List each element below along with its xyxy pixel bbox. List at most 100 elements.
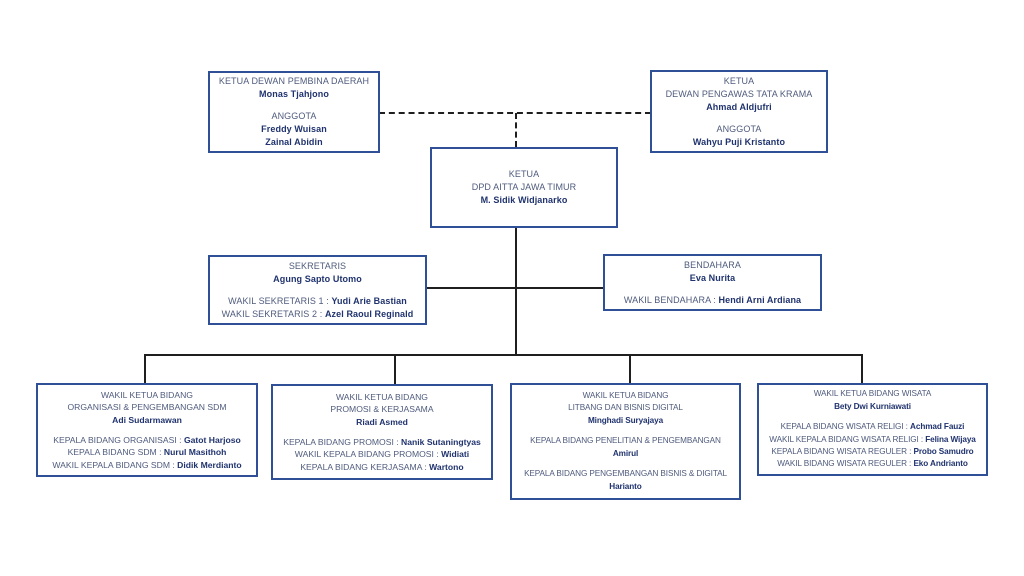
org-box-line: WAKIL SEKRETARIS 1 : Yudi Arie Bastian <box>228 295 407 308</box>
org-box-line: KEPALA BIDANG SDM : Nurul Masithoh <box>68 446 227 458</box>
org-box-line: KETUA <box>724 75 755 88</box>
org-box-line: Freddy Wuisan <box>261 123 327 136</box>
org-box-line: Monas Tjahjono <box>259 88 329 101</box>
role-label: ORGANISASI & PENGEMBANGAN SDM <box>67 402 227 413</box>
person-name: Riadi Asmed <box>356 416 408 427</box>
org-box-line: KEPALA BIDANG PROMOSI : Nanik Sutaningty… <box>283 436 481 448</box>
org-box-line: Bety Dwi Kurniawati <box>834 401 911 413</box>
role-label: KEPALA BIDANG PROMOSI : <box>283 437 399 447</box>
role-label: WAKIL BIDANG WISATA REGULER : <box>777 459 912 469</box>
person-name: Didik Merdianto <box>177 459 242 470</box>
role-label: WAKIL KEPALA BIDANG PROMOSI : <box>294 449 439 460</box>
role-label: KEPALA BIDANG WISATA RELIGI : <box>780 422 908 432</box>
person-name: Monas Tjahjono <box>259 89 329 99</box>
role-label: DPD AITTA JAWA TIMUR <box>471 182 577 192</box>
role-label: LITBANG DAN BISNIS DIGITAL <box>568 403 683 413</box>
role-label: KEPALA BIDANG PENELITIAN & PENGEMBANGAN <box>530 436 721 446</box>
org-box-line: KETUA DEWAN PEMBINA DAERAH <box>219 75 369 88</box>
role-label: WAKIL KETUA BIDANG <box>100 389 193 400</box>
org-box-line: WAKIL KEPALA BIDANG SDM : Didik Merdiant… <box>52 459 241 471</box>
role-label: WAKIL KETUA BIDANG <box>582 391 669 401</box>
org-box-dewan-pengawas-tata-krama: KETUA DEWAN PENGAWAS TATA KRAMA Ahmad Aldj… <box>650 70 828 153</box>
org-box-line: Minghadi Suryajaya <box>588 415 663 427</box>
connector-stub-litbang <box>629 354 631 383</box>
org-box-line: KETUA <box>509 168 540 181</box>
org-box-line: Eva Nurita <box>690 272 736 285</box>
org-box-line: WAKIL KETUA BIDANG <box>583 390 669 402</box>
connector-stub-promosi <box>394 354 396 384</box>
role-label: WAKIL SEKRETARIS 1 : <box>228 295 329 306</box>
role-label: PROMOSI & KERJASAMA <box>330 404 434 415</box>
org-box-line: Wahyu Puji Kristanto <box>693 136 785 149</box>
role-label: WAKIL SEKRETARIS 2 : <box>221 308 323 319</box>
person-name: Freddy Wuisan <box>261 124 327 134</box>
org-box-line: M. Sidik Widjanarko <box>481 194 568 207</box>
org-box-line: KEPALA BIDANG PENGEMBANGAN BISNIS & DIGI… <box>524 468 727 480</box>
person-name: Widiati <box>441 449 470 460</box>
person-name: Eko Andrianto <box>913 459 968 469</box>
org-box-line: DPD AITTA JAWA TIMUR <box>472 181 577 194</box>
person-name: Minghadi Suryajaya <box>587 415 664 425</box>
org-box-line: Harianto <box>609 481 642 493</box>
person-name: Zainal Abidin <box>265 137 323 147</box>
org-box-bidang-wisata: WAKIL KETUA BIDANG WISATA Bety Dwi Kurnia… <box>757 383 988 476</box>
org-box-line: Agung Sapto Utomo <box>273 273 362 286</box>
role-label: KETUA <box>508 169 540 179</box>
person-name: M. Sidik Widjanarko <box>480 195 568 205</box>
org-box-line: PROMOSI & KERJASAMA <box>330 403 433 415</box>
org-box-line: WAKIL BIDANG WISATA REGULER : Eko Andria… <box>777 458 968 470</box>
org-box-line: ANGGOTA <box>271 110 316 123</box>
org-box-line: LITBANG DAN BISNIS DIGITAL <box>568 402 683 414</box>
connector-ketua-trunk <box>515 228 517 355</box>
role-label: BENDAHARA <box>684 259 741 270</box>
role-label: KEPALA BIDANG PENGEMBANGAN BISNIS & DIGI… <box>524 469 727 479</box>
org-box-line: KEPALA BIDANG PENELITIAN & PENGEMBANGAN <box>530 435 721 447</box>
person-name: Wahyu Puji Kristanto <box>692 136 786 147</box>
role-label: WAKIL KEPALA BIDANG SDM : <box>52 459 175 470</box>
org-box-line: Zainal Abidin <box>265 136 322 149</box>
connector-stub-sdm <box>144 354 146 383</box>
org-box-line: KEPALA BIDANG ORGANISASI : Gatot Harjoso <box>53 434 241 446</box>
person-name: Felina Wijaya <box>925 434 976 444</box>
role-label: KETUA <box>723 75 755 86</box>
org-box-line: WAKIL KEPALA BIDANG PROMOSI : Widiati <box>295 448 469 460</box>
person-name: Harianto <box>609 481 642 491</box>
role-label: ANGGOTA <box>716 123 762 134</box>
person-name: Nurul Masithoh <box>163 447 227 458</box>
person-name: Wartono <box>429 461 464 472</box>
person-name: Nanik Sutaningtyas <box>401 437 481 447</box>
role-label: WAKIL KETUA BIDANG WISATA <box>813 389 932 399</box>
person-name: Adi Sudarmawan <box>112 414 182 425</box>
role-label: KEPALA BIDANG ORGANISASI : <box>53 435 182 445</box>
org-box-line: Riadi Asmed <box>356 416 408 428</box>
org-box-line: Ahmad Aldjufri <box>706 101 772 114</box>
person-name: Probo Samudro <box>913 446 974 456</box>
role-label: WAKIL KEPALA BIDANG WISATA RELIGI : <box>769 434 924 444</box>
role-label: KEPALA BIDANG KERJASAMA : <box>300 461 427 472</box>
org-box-bidang-litbang-bisnis-digital: WAKIL KETUA BIDANG LITBANG DAN BISNIS DIG… <box>510 383 741 500</box>
role-label: SEKRETARIS <box>288 260 347 271</box>
org-box-line: DEWAN PENGAWAS TATA KRAMA <box>666 88 813 101</box>
org-box-line: WAKIL KEPALA BIDANG WISATA RELIGI : Feli… <box>769 434 976 446</box>
connector-stub-wisata <box>861 354 863 383</box>
org-box-line: ANGGOTA <box>716 123 761 136</box>
role-label: DEWAN PENGAWAS TATA KRAMA <box>665 88 813 99</box>
org-box-line: WAKIL SEKRETARIS 2 : Azel Raoul Reginald <box>222 308 414 321</box>
person-name: Eva Nurita <box>689 272 736 283</box>
role-label: KEPALA BIDANG SDM : <box>67 447 162 458</box>
person-name: Yudi Arie Bastian <box>331 295 407 306</box>
org-box-line: KEPALA BIDANG KERJASAMA : Wartono <box>300 461 463 473</box>
org-box-bidang-organisasi-sdm: WAKIL KETUA BIDANG ORGANISASI & PENGEMBAN… <box>36 383 258 477</box>
person-name: Bety Dwi Kurniawati <box>834 401 911 411</box>
org-box-line: BENDAHARA <box>684 259 741 272</box>
person-name: Amirul <box>612 448 639 458</box>
person-name: Azel Raoul Reginald <box>324 308 414 319</box>
person-name: Ahmad Aldjufri <box>706 101 772 112</box>
connector-sekretaris-bendahara <box>427 287 603 289</box>
org-box-line: KEPALA BIDANG WISATA RELIGI : Achmad Fau… <box>781 421 965 433</box>
